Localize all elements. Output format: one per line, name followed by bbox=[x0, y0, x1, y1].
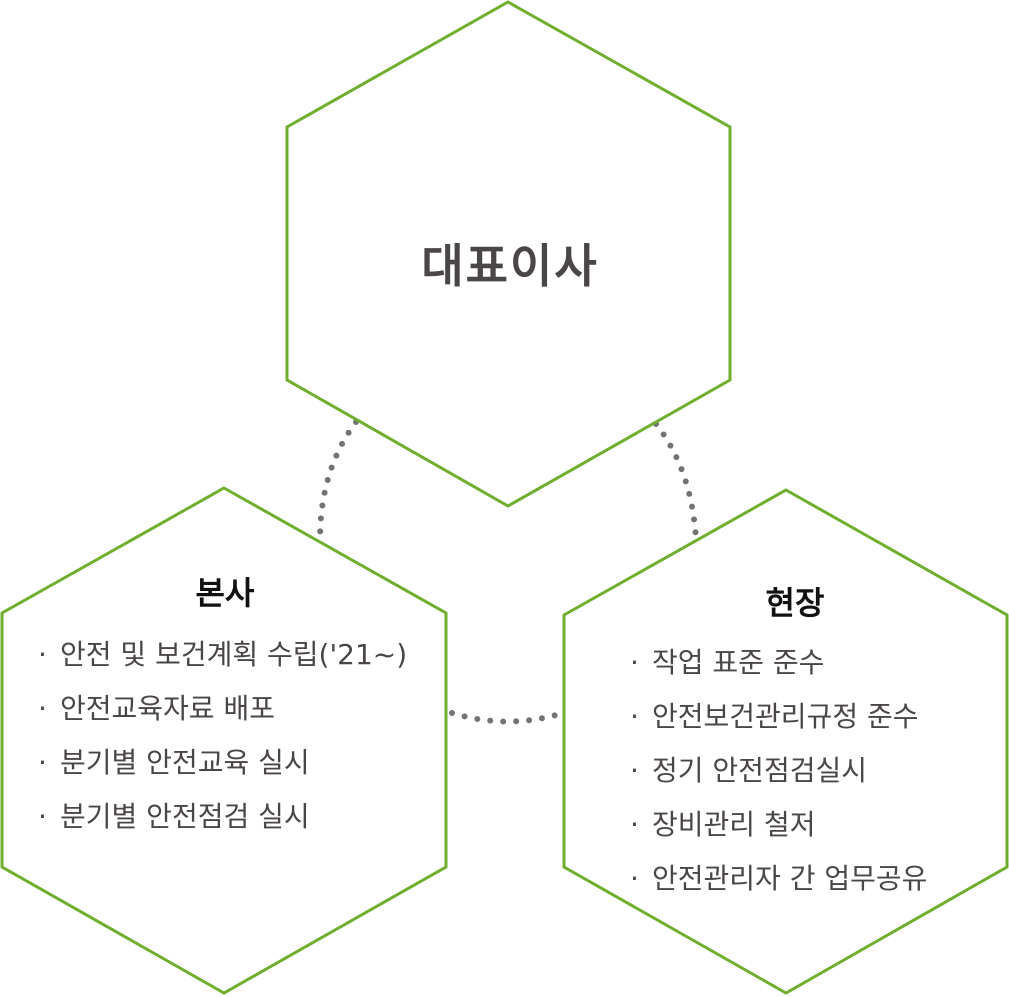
hexagon-top bbox=[285, 0, 732, 508]
bullet: · bbox=[38, 692, 47, 725]
list-item: ·안전관리자 간 업무공유 bbox=[630, 852, 927, 906]
bullet: · bbox=[38, 746, 47, 779]
site-title: 현장 bbox=[765, 584, 825, 622]
bullet: · bbox=[38, 800, 47, 833]
connector-top-left bbox=[317, 419, 359, 543]
bullet: · bbox=[630, 862, 639, 895]
bullet: · bbox=[630, 700, 639, 733]
list-item: ·분기별 안전점검 실시 bbox=[38, 790, 407, 844]
connector-left-right bbox=[449, 710, 566, 725]
ceo-title: 대표이사 bbox=[421, 239, 599, 293]
list-item: ·안전 및 보건계획 수립('21~) bbox=[38, 628, 407, 682]
site-list: ·작업 표준 준수 ·안전보건관리규정 준수 ·정기 안전점검실시 ·장비관리 … bbox=[630, 636, 927, 906]
list-item: ·정기 안전점검실시 bbox=[630, 744, 927, 798]
connector-top-right bbox=[653, 421, 699, 543]
headquarters-title: 본사 bbox=[195, 574, 255, 612]
bullet: · bbox=[630, 808, 639, 841]
list-item: ·작업 표준 준수 bbox=[630, 636, 927, 690]
bullet: · bbox=[630, 646, 639, 679]
list-item: ·안전교육자료 배포 bbox=[38, 682, 407, 736]
list-item: ·장비관리 철저 bbox=[630, 798, 927, 852]
list-item: ·안전보건관리규정 준수 bbox=[630, 690, 927, 744]
hexagon-right bbox=[562, 488, 1009, 995]
list-item: ·분기별 안전교육 실시 bbox=[38, 736, 407, 790]
headquarters-list: ·안전 및 보건계획 수립('21~) ·안전교육자료 배포 ·분기별 안전교육… bbox=[38, 628, 407, 844]
bullet: · bbox=[38, 638, 47, 671]
hexagon-left bbox=[0, 486, 448, 995]
bullet: · bbox=[630, 754, 639, 787]
